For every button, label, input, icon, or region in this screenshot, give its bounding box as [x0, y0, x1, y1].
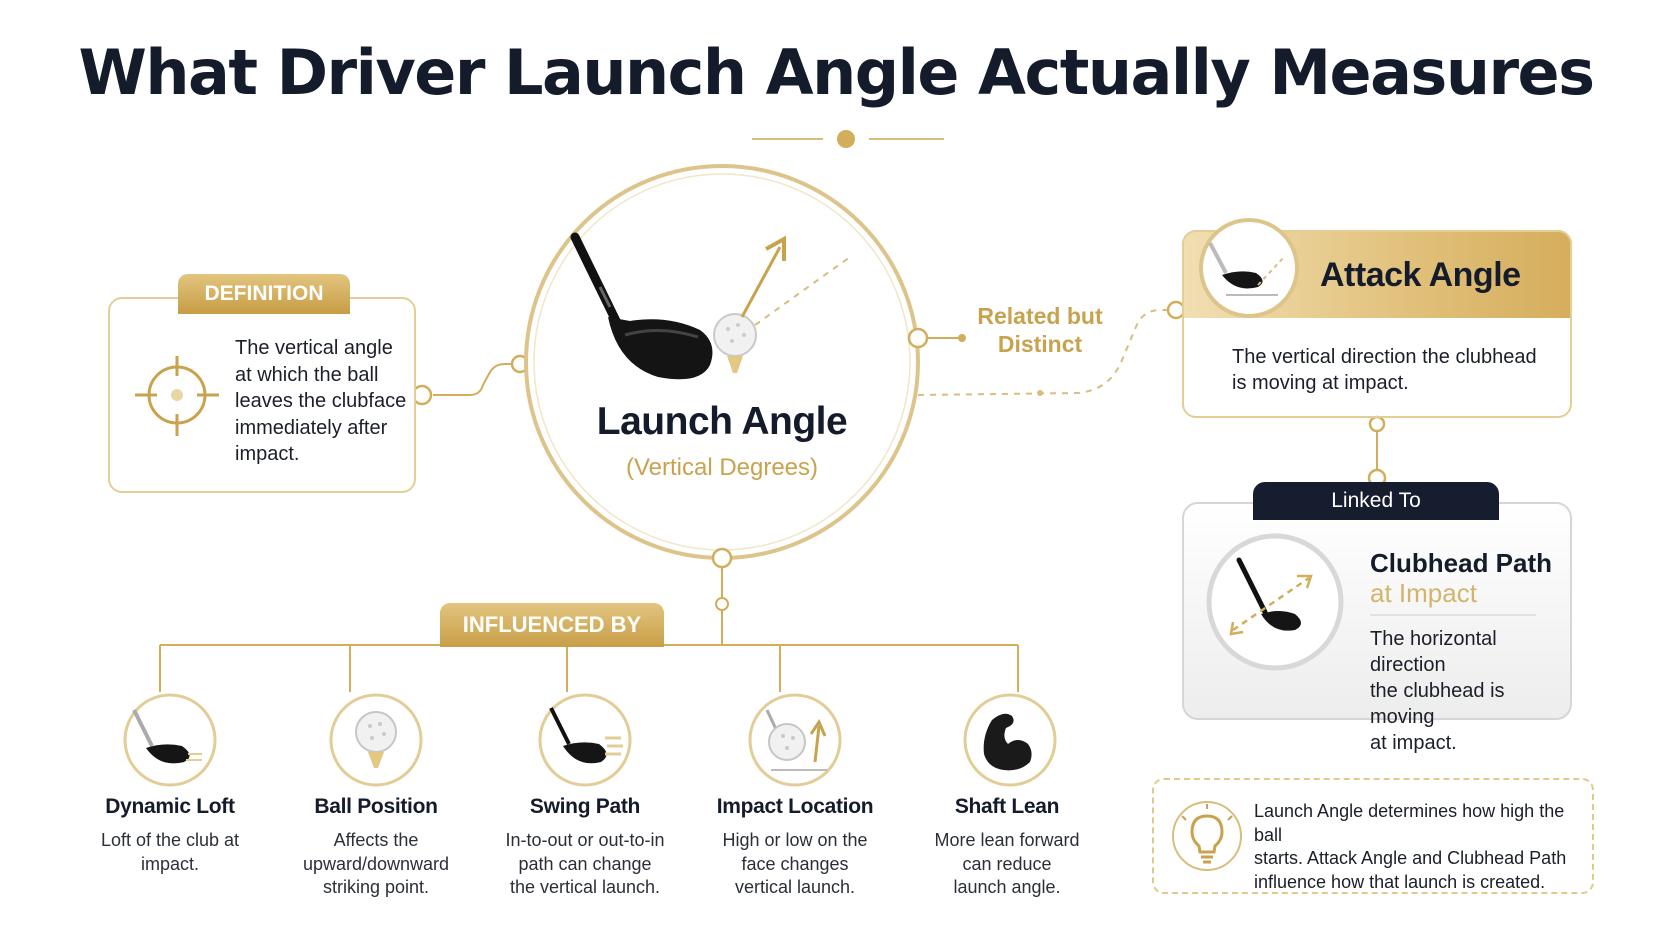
- factor-line: the vertical launch.: [509, 877, 661, 897]
- definition-line: immediately after: [235, 416, 388, 439]
- summary-line: influence how that launch is created.: [1254, 871, 1546, 892]
- factor-line: vertical launch.: [734, 877, 856, 897]
- linked-label: Linked To: [1253, 482, 1499, 520]
- factor-line: Affects the: [333, 830, 419, 850]
- summary-box: [1152, 778, 1594, 894]
- related-line: Distinct: [997, 331, 1083, 357]
- factor-title: Ball Position: [314, 795, 438, 818]
- definition-line: leaves the clubface: [235, 390, 407, 412]
- factor-line: impact.: [140, 853, 200, 874]
- factor-line: launch angle.: [953, 877, 1061, 897]
- factor-title: Dynamic Loft: [105, 795, 235, 818]
- path-line: the clubhead is moving: [1370, 680, 1505, 728]
- factor-line: striking point.: [322, 877, 430, 897]
- flexed-arm-icon: [963, 693, 1057, 787]
- attack-line: The vertical direction the clubhead: [1232, 346, 1537, 368]
- path-line: The horizontal direction: [1370, 628, 1497, 676]
- attack-text: The vertical direction the clubhead is m…: [1232, 344, 1552, 396]
- factor-text: More lean forward can reduce launch angl…: [907, 829, 1107, 900]
- factor-title: Impact Location: [716, 795, 874, 818]
- related-line: Related but: [977, 303, 1103, 329]
- club-path-icon: [1206, 533, 1344, 671]
- center-title: Launch Angle: [596, 400, 848, 443]
- factor-line: can reduce: [962, 853, 1052, 874]
- factor-line: More lean forward: [934, 830, 1080, 850]
- factor-text: In-to-out or out-to-in path can change t…: [485, 829, 685, 900]
- path-title: Clubhead Path: [1370, 548, 1553, 578]
- path-text: The horizontal direction the clubhead is…: [1370, 626, 1570, 756]
- path-subtitle: at Impact: [1370, 578, 1477, 608]
- golf-ball-tee-icon: [329, 693, 423, 787]
- related-label: Related but Distinct: [960, 302, 1120, 358]
- factor-line: High or low on the: [722, 830, 868, 850]
- driver-head-icon: [123, 693, 217, 787]
- summary-line: Launch Angle determines how high the bal…: [1254, 801, 1565, 845]
- factor-title: Swing Path: [529, 795, 641, 818]
- lightbulb-icon: [1172, 801, 1242, 871]
- definition-line: impact.: [235, 443, 300, 465]
- title-ornament: [752, 130, 944, 148]
- summary-line: starts. Attack Angle and Clubhead Path: [1254, 848, 1567, 868]
- definition-label: DEFINITION: [178, 274, 350, 314]
- definition-line: The vertical angle: [235, 337, 393, 359]
- attack-line: is moving at impact.: [1232, 372, 1409, 394]
- factor-text: High or low on the face changes vertical…: [695, 829, 895, 900]
- path-line: at impact.: [1370, 732, 1457, 754]
- definition-text: The vertical angle at which the ball lea…: [235, 335, 435, 468]
- driver-launch-icon: [570, 232, 851, 380]
- factor-line: path can change: [518, 853, 652, 874]
- attack-card: [1182, 230, 1572, 418]
- definition-line: at which the ball: [235, 363, 379, 386]
- center-subtitle: (Vertical Degrees): [625, 454, 819, 481]
- ball-arrow-icon: [748, 693, 842, 787]
- club-swing-icon: [538, 693, 632, 787]
- summary-text: Launch Angle determines how high the bal…: [1254, 800, 1594, 894]
- page-title: What Driver Launch Angle Actually Measur…: [78, 36, 1595, 109]
- factor-text: Affects the upward/downward striking poi…: [276, 829, 476, 900]
- influenced-label: INFLUENCED BY: [440, 603, 664, 647]
- factor-line: face changes: [741, 853, 849, 874]
- driver-head-icon: [1199, 218, 1299, 318]
- crosshair-icon: [135, 356, 219, 436]
- path-divider: [1370, 614, 1536, 616]
- factor-line: upward/downward: [302, 853, 450, 874]
- factor-title: Shaft Lean: [954, 795, 1060, 818]
- factor-line: Loft of the club at: [100, 830, 240, 850]
- factor-text: Loft of the club at impact.: [70, 829, 270, 876]
- factor-line: In-to-out or out-to-in: [505, 830, 665, 850]
- attack-title: Attack Angle: [1320, 256, 1521, 294]
